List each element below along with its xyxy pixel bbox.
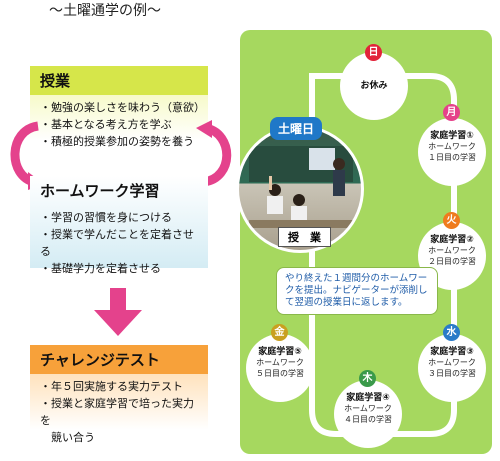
day-title: 家庭学習③ xyxy=(430,347,474,357)
day-title: 家庭学習④ xyxy=(346,393,390,403)
day-badge-wednesday: 水 xyxy=(443,324,460,341)
challenge-item: 競い合う xyxy=(40,431,95,444)
homework-note: やり終えた１週間分のホームワークを提出。ナビゲーターが添削して翌週の授業日に返し… xyxy=(276,267,438,315)
class-item: ・積極的授業参加の姿勢を養う xyxy=(40,135,194,148)
challenge-test-box: チャレンジテスト ・年５回実施する実力テスト ・授業と家庭学習で培った実力を 競… xyxy=(30,345,208,444)
day-node-friday: 家庭学習⑤ ホームワーク ５日目の学習 xyxy=(246,334,314,402)
challenge-item: ・年５回実施する実力テスト xyxy=(40,380,183,393)
day-node-monday: 家庭学習① ホームワーク １日目の学習 xyxy=(418,118,486,186)
class-item: ・勉強の楽しさを味わう（意欲） xyxy=(40,101,205,114)
day-node-thursday: 家庭学習④ ホームワーク ４日目の学習 xyxy=(334,380,402,448)
homework-item: ・学習の習慣を身につける xyxy=(40,211,172,224)
day-line1: ホームワーク xyxy=(256,358,304,367)
down-arrow-icon xyxy=(94,288,142,336)
homework-item: ・授業で学んだことを定着させる xyxy=(40,228,194,258)
day-line2: ３日目の学習 xyxy=(428,369,476,378)
day-line2: ５日目の学習 xyxy=(256,369,304,378)
day-line2: ２日目の学習 xyxy=(428,257,476,266)
homework-box: ホームワーク学習 ・学習の習慣を身につける ・授業で学んだことを定着させる ・基… xyxy=(30,176,208,275)
day-badge-tuesday: 火 xyxy=(443,212,460,229)
challenge-item: ・授業と家庭学習で培った実力を xyxy=(40,397,194,427)
day-line2: ４日目の学習 xyxy=(344,415,392,424)
saturday-label: 土曜日 xyxy=(270,117,323,140)
day-line1: ホームワーク xyxy=(344,404,392,413)
day-badge-sunday: 日 xyxy=(365,44,382,61)
day-badge-thursday: 木 xyxy=(359,370,376,387)
day-title: 家庭学習② xyxy=(430,235,474,245)
class-item: ・基本となる考え方を学ぶ xyxy=(40,118,172,131)
homework-item: ・基礎学力を定着させる xyxy=(40,262,161,275)
diagram-title: ～土曜通学の例～ xyxy=(49,3,161,19)
challenge-heading: チャレンジテスト xyxy=(30,345,208,374)
day-node-wednesday: 家庭学習③ ホームワーク ３日目の学習 xyxy=(418,334,486,402)
class-heading: 授業 xyxy=(30,66,208,95)
day-badge-friday: 金 xyxy=(271,324,288,341)
right-loop-arrow xyxy=(196,120,232,187)
day-badge-monday: 月 xyxy=(443,104,460,121)
day-title: 家庭学習⑤ xyxy=(258,347,302,357)
class-photo-tag: 授 業 xyxy=(278,227,331,247)
classroom-illustration xyxy=(249,146,353,228)
day-line1: ホームワーク xyxy=(428,246,476,255)
day-node-sunday: お休み xyxy=(340,52,408,120)
day-title: お休み xyxy=(360,81,388,91)
day-line1: ホームワーク xyxy=(428,142,476,151)
day-line2: １日目の学習 xyxy=(428,153,476,162)
class-box: 授業 ・勉強の楽しさを味わう（意欲） ・基本となる考え方を学ぶ ・積極的授業参加… xyxy=(30,66,208,154)
homework-heading: ホームワーク学習 xyxy=(40,182,160,200)
day-line1: ホームワーク xyxy=(428,358,476,367)
day-title: 家庭学習① xyxy=(430,131,474,141)
